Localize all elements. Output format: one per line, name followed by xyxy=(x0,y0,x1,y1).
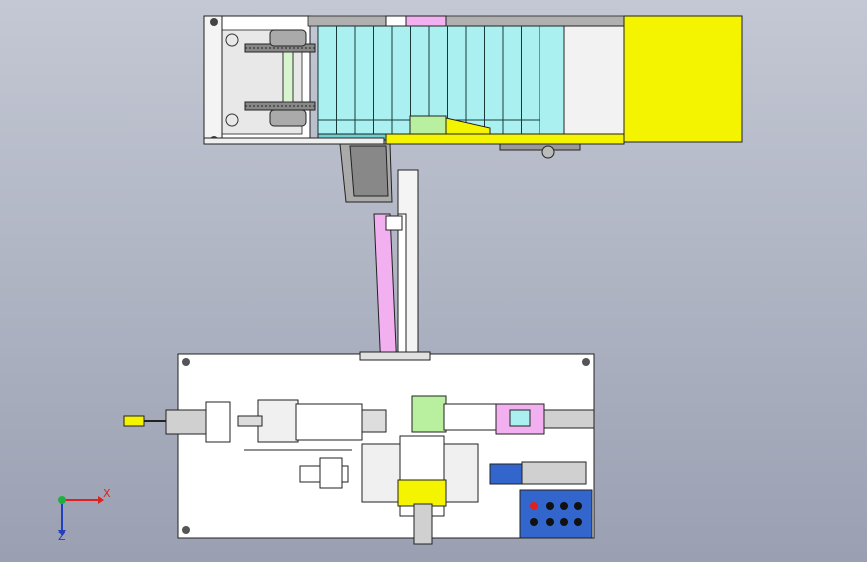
x-axis-label: X xyxy=(103,487,111,500)
axes-triad xyxy=(58,496,104,536)
bottom-chain-sprocket xyxy=(499,143,581,159)
small-gripper xyxy=(299,457,349,489)
inclined-chute xyxy=(339,143,393,203)
right-horizontal-cylinder xyxy=(411,395,595,435)
center-spindle-assembly xyxy=(237,399,387,451)
transfer-wedge xyxy=(409,115,491,135)
lower-right-cylinder xyxy=(489,461,587,485)
yellow-cover-panel xyxy=(385,15,743,145)
center-work-station xyxy=(361,435,479,545)
control-panel xyxy=(519,489,593,539)
magazine-top-rail xyxy=(307,15,625,27)
z-axis-label: Z xyxy=(58,530,66,543)
magazine-buffer-zone xyxy=(563,25,625,135)
drive-sprocket-assembly xyxy=(244,29,316,127)
left-push-cylinder xyxy=(123,401,231,443)
vertical-guide-rail xyxy=(373,169,419,395)
magazine-bottom-frame xyxy=(203,137,385,145)
